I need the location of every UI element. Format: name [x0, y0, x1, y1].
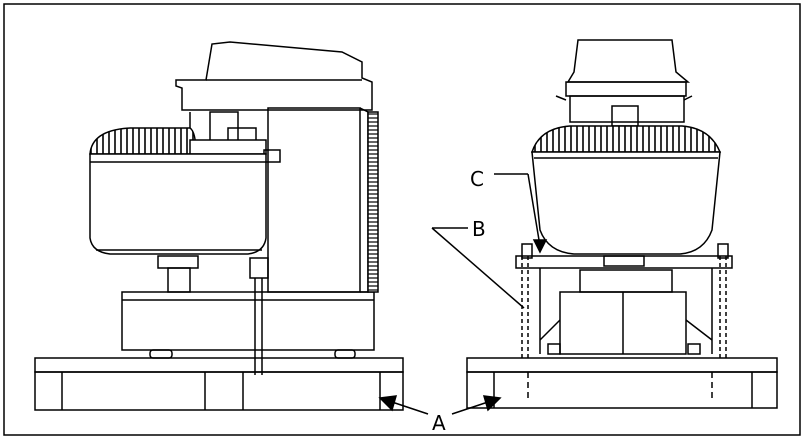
front-bowl: [531, 151, 721, 255]
side-pallet: [34, 349, 404, 411]
side-base: [121, 291, 375, 351]
side-vent-grille: [367, 111, 379, 293]
side-head: [175, 41, 373, 111]
front-bowl-guard: [530, 125, 722, 153]
callout-c-label: C: [470, 167, 484, 191]
diagram-border: [3, 3, 801, 436]
side-bowl: [89, 153, 267, 255]
side-view: [34, 41, 404, 411]
side-column: [267, 107, 361, 293]
callout-a-label: A: [432, 411, 446, 435]
side-bowl-guard: [89, 127, 197, 155]
callout-b-label: B: [472, 217, 486, 241]
front-pallet: [466, 357, 778, 409]
front-motor-cover: [566, 39, 691, 83]
front-view: [466, 39, 778, 409]
callout-lines: [378, 173, 548, 415]
